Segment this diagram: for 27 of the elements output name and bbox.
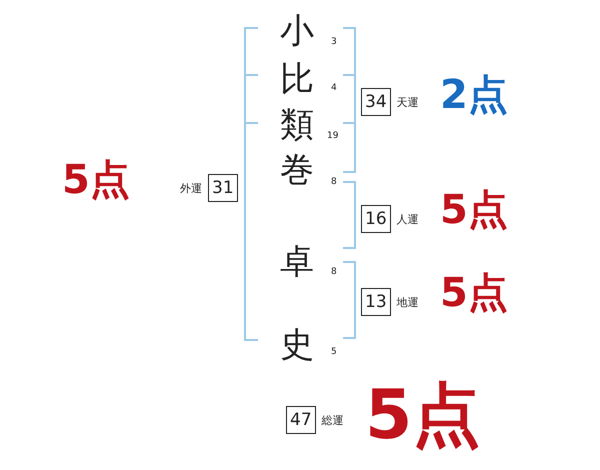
fortune-label: 天運 <box>396 94 419 110</box>
number-box: 16 <box>361 205 391 233</box>
name-character: 史 <box>280 328 314 362</box>
stroke-count: 19 <box>327 132 338 141</box>
stroke-count: 4 <box>331 84 337 93</box>
fortune-label: 外運 <box>180 180 202 196</box>
number-box: 31 <box>208 174 238 202</box>
name-character: 比 <box>280 62 314 96</box>
score-text: 5点 <box>440 190 508 230</box>
name-character: 巻 <box>280 153 314 187</box>
name-character: 卓 <box>280 245 314 279</box>
name-character: 小 <box>280 14 314 48</box>
stroke-count: 5 <box>331 348 337 357</box>
number-box: 13 <box>361 288 391 316</box>
fortune-label: 地運 <box>396 294 419 310</box>
fortune-label: 総運 <box>322 412 344 428</box>
number-box: 47 <box>286 406 316 434</box>
fortune-label: 人運 <box>396 212 419 226</box>
score-text: 5点 <box>62 160 130 200</box>
stroke-count: 3 <box>331 38 337 47</box>
number-box: 34 <box>361 88 391 116</box>
score-text: 2点 <box>440 75 508 115</box>
stroke-count: 8 <box>331 178 337 187</box>
score-text: 5点 <box>440 273 508 313</box>
name-character: 類 <box>280 108 314 142</box>
score-text: 5点 <box>365 382 480 450</box>
stroke-count: 8 <box>331 268 337 277</box>
